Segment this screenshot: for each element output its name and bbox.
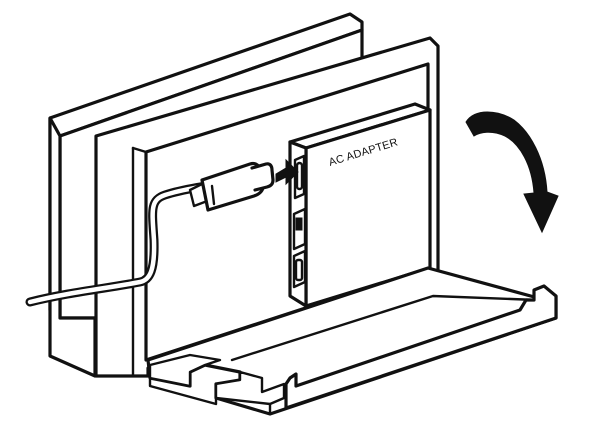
insert-arrow-icon bbox=[275, 158, 299, 186]
curved-arrow-down-icon bbox=[465, 111, 559, 234]
ac-adapter-block: AC ADAPTER bbox=[288, 102, 432, 308]
dock-base-tray bbox=[146, 266, 558, 416]
usb-c-cable bbox=[25, 161, 275, 307]
usb-a-port bbox=[292, 207, 307, 251]
usb-c-port-power bbox=[293, 154, 306, 200]
hdmi-port bbox=[292, 249, 307, 289]
